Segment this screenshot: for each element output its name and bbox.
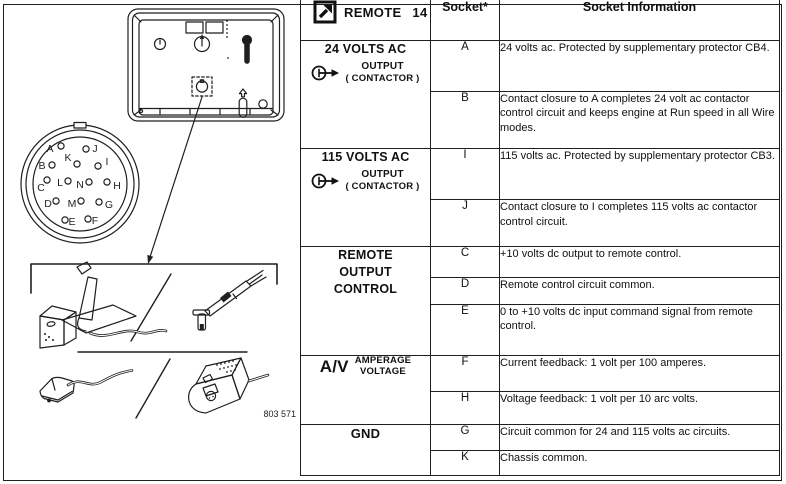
hand-control-drawing — [188, 357, 270, 414]
meter-display — [185, 21, 204, 34]
socket-cell: B — [430, 91, 500, 150]
pin-label: N — [76, 179, 84, 191]
control-knob — [193, 34, 211, 53]
group-title: GND — [350, 425, 381, 441]
socket-cell: A — [430, 40, 500, 93]
socket-cell: D — [430, 276, 500, 305]
foot-control-drawing — [39, 369, 134, 403]
remote-connector-drawing: A J K B I C L N H D M G E F — [20, 121, 140, 244]
socket-cell: F — [430, 354, 500, 392]
info-cell: +10 volts dc output to remote control. — [499, 246, 780, 278]
group-av: A/V AMPERAGE VOLTAGE — [300, 354, 431, 425]
remote-header-number: 14 — [412, 4, 428, 20]
pin-label: M — [68, 198, 77, 210]
connector-key — [73, 121, 87, 129]
pin-label: K — [64, 152, 71, 164]
wiring-figure: A J K B I C L N H D M G E F — [20, 8, 285, 419]
toggle-switch — [241, 34, 253, 64]
socket-column-header: Socket* — [430, 0, 500, 42]
socket-cell: H — [430, 390, 500, 425]
pin-label: D — [44, 198, 52, 210]
group-subtitle: VOLTAGE — [360, 366, 406, 378]
front-panel-drawing — [127, 8, 285, 122]
group-subtitle: OUTPUT — [361, 169, 404, 181]
pin-label: H — [113, 180, 121, 192]
info-cell: 0 to +10 volts dc input command signal f… — [499, 303, 780, 356]
group-remote-output-control: REMOTE OUTPUT CONTROL — [300, 246, 431, 356]
socket-table: REMOTE 14 Socket* Socket Information 24 … — [300, 0, 780, 477]
group-title: OUTPUT — [339, 265, 392, 280]
connector-pin-holes — [43, 142, 111, 224]
slash-bottom — [135, 358, 171, 419]
leader-arrow — [147, 96, 203, 264]
info-cell: Contact closure to A completes 24 volt a… — [499, 91, 780, 150]
group-title: CONTROL — [333, 282, 398, 297]
group-gnd: GND — [300, 423, 431, 477]
info-cell: Contact closure to I completes 115 volts… — [499, 199, 780, 248]
slash-top — [130, 273, 172, 342]
small-knob — [153, 37, 167, 51]
grouping-bracket — [30, 263, 278, 294]
pin-label: J — [92, 143, 97, 155]
socket-cell: I — [430, 148, 500, 201]
info-cell: Chassis common. — [499, 449, 780, 477]
remote-header-label: REMOTE — [344, 4, 402, 20]
info-cell: Current feedback: 1 volt per 100 amperes… — [499, 354, 780, 392]
group-title: REMOTE — [338, 248, 393, 263]
keyhole-slot — [238, 88, 248, 118]
remote-receptacle — [191, 76, 213, 97]
av-label: A/V — [319, 356, 349, 376]
remote-stand-control-drawing — [39, 261, 168, 349]
pin-label: E — [68, 216, 75, 228]
group-24vac: 24 VOLTS AC OUTPUT ( CONTACTOR ) — [300, 40, 431, 150]
figure-code: 803 571 — [263, 409, 296, 419]
socket-cell: C — [430, 246, 500, 278]
pin-label: L — [57, 177, 63, 189]
socket-cell: J — [430, 199, 500, 248]
output-icon — [312, 173, 340, 189]
panel-hole — [258, 99, 268, 109]
pin-label: F — [92, 215, 98, 227]
group-subtitle: OUTPUT — [361, 60, 404, 72]
group-subtitle: ( CONTACTOR ) — [345, 72, 420, 84]
output-icon — [312, 65, 340, 81]
info-cell: 24 volts ac. Protected by supplementary … — [499, 40, 780, 93]
info-cell: 115 volts ac. Protected by supplementary… — [499, 148, 780, 201]
group-subtitle: AMPERAGE — [354, 355, 412, 367]
socket-cell: E — [430, 303, 500, 356]
info-cell: Voltage feedback: 1 volt per 10 arc volt… — [499, 390, 780, 425]
vent-dots — [226, 20, 228, 38]
group-115vac: 115 VOLTS AC OUTPUT ( CONTACTOR ) — [300, 148, 431, 248]
pin-label: G — [105, 199, 113, 211]
info-cell: Circuit common for 24 and 115 volts ac c… — [499, 423, 780, 451]
pin-label: C — [37, 182, 45, 194]
group-title: 24 VOLTS AC — [324, 42, 407, 57]
remote-receptacle-icon — [313, 0, 337, 24]
group-subtitle: ( CONTACTOR ) — [345, 181, 420, 193]
pin-label: I — [106, 156, 109, 168]
info-cell: Remote control circuit common. — [499, 276, 780, 305]
info-column-header: Socket Information — [499, 0, 780, 42]
group-title: 115 VOLTS AC — [321, 150, 410, 165]
panel-screw — [138, 108, 144, 114]
remote-header-cell: REMOTE 14 — [300, 0, 431, 42]
meter-display — [205, 21, 224, 34]
socket-cell: K — [430, 449, 500, 477]
torch-control-drawing — [192, 269, 267, 331]
pin-label: B — [38, 160, 45, 172]
connector-pin-labels: A J K B I C L N H D M G E F — [37, 143, 121, 228]
pin-label: A — [46, 143, 53, 155]
socket-cell: G — [430, 423, 500, 451]
